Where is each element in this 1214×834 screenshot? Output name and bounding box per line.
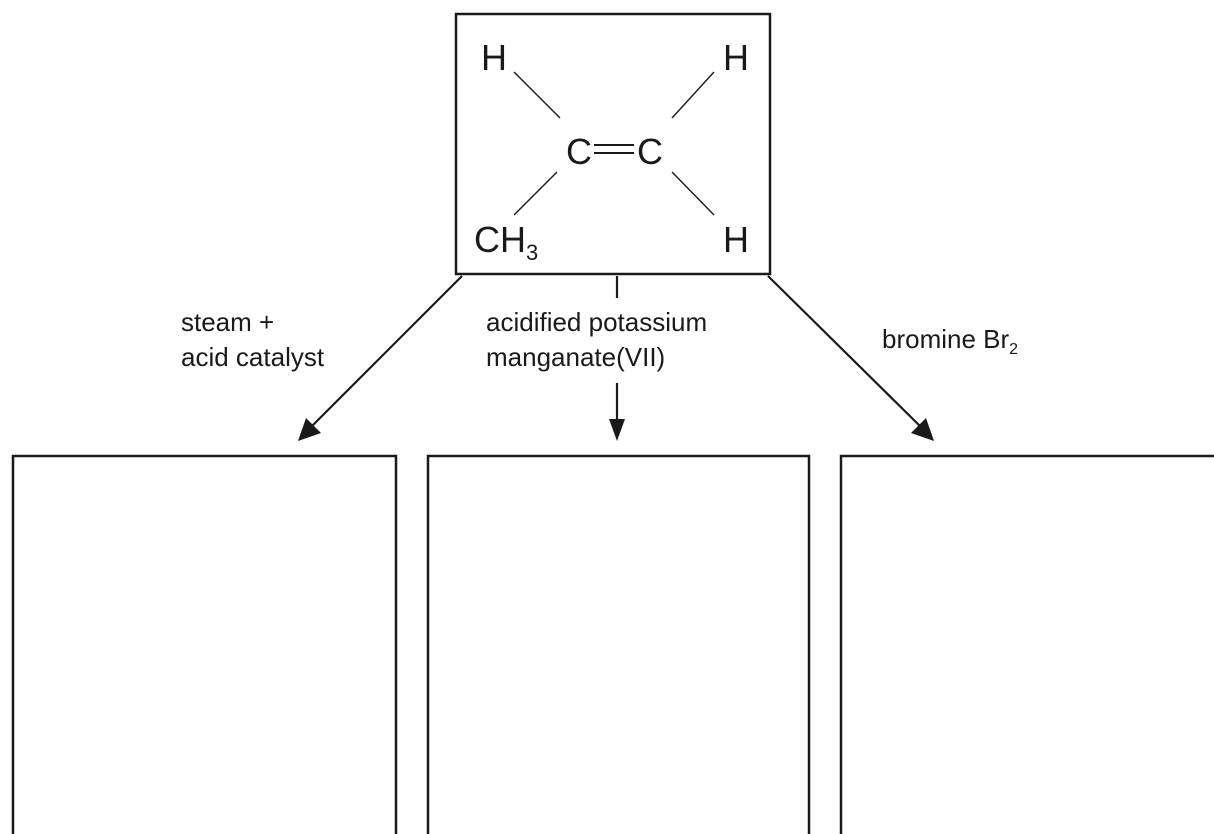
- permanganate-label: acidified potassium: [486, 307, 707, 337]
- product-box-left: [11, 454, 398, 834]
- bromine-label-subscript: 2: [1009, 341, 1018, 358]
- atom-h-top-left: H: [481, 37, 507, 78]
- product-box-right: [839, 454, 1214, 834]
- atom-c-left: C: [566, 131, 592, 172]
- bond-ch3: [513, 171, 558, 216]
- atom-h-top-right: H: [723, 37, 749, 78]
- product-box-middle: [426, 454, 811, 834]
- atom-c-right: C: [637, 131, 663, 172]
- arrow-steam-head: [298, 418, 321, 441]
- steam-label: steam +: [181, 307, 274, 337]
- arrow-steam-line: [309, 275, 463, 429]
- atom-h-bottom-right: H: [723, 219, 749, 260]
- arrow-permanganate-head: [609, 419, 625, 441]
- atom-ch3-subscript: 3: [526, 240, 538, 265]
- atom-ch3-main: CH: [474, 219, 526, 260]
- bond-h-top-right: [671, 71, 715, 119]
- permanganate-label-line2: manganate(VII): [486, 342, 665, 372]
- bond-h-top-left: [513, 71, 561, 119]
- bond-h-bottom-right: [671, 171, 715, 216]
- bromine-label-main: bromine Br: [882, 324, 1009, 354]
- arrow-bromine-line: [767, 275, 923, 429]
- arrow-bromine-head: [911, 418, 934, 441]
- molecule-box: [454, 12, 772, 276]
- bromine-label: bromine Br2: [882, 324, 1018, 358]
- steam-label-line2: acid catalyst: [181, 342, 325, 372]
- atom-ch3: CH3: [474, 219, 538, 265]
